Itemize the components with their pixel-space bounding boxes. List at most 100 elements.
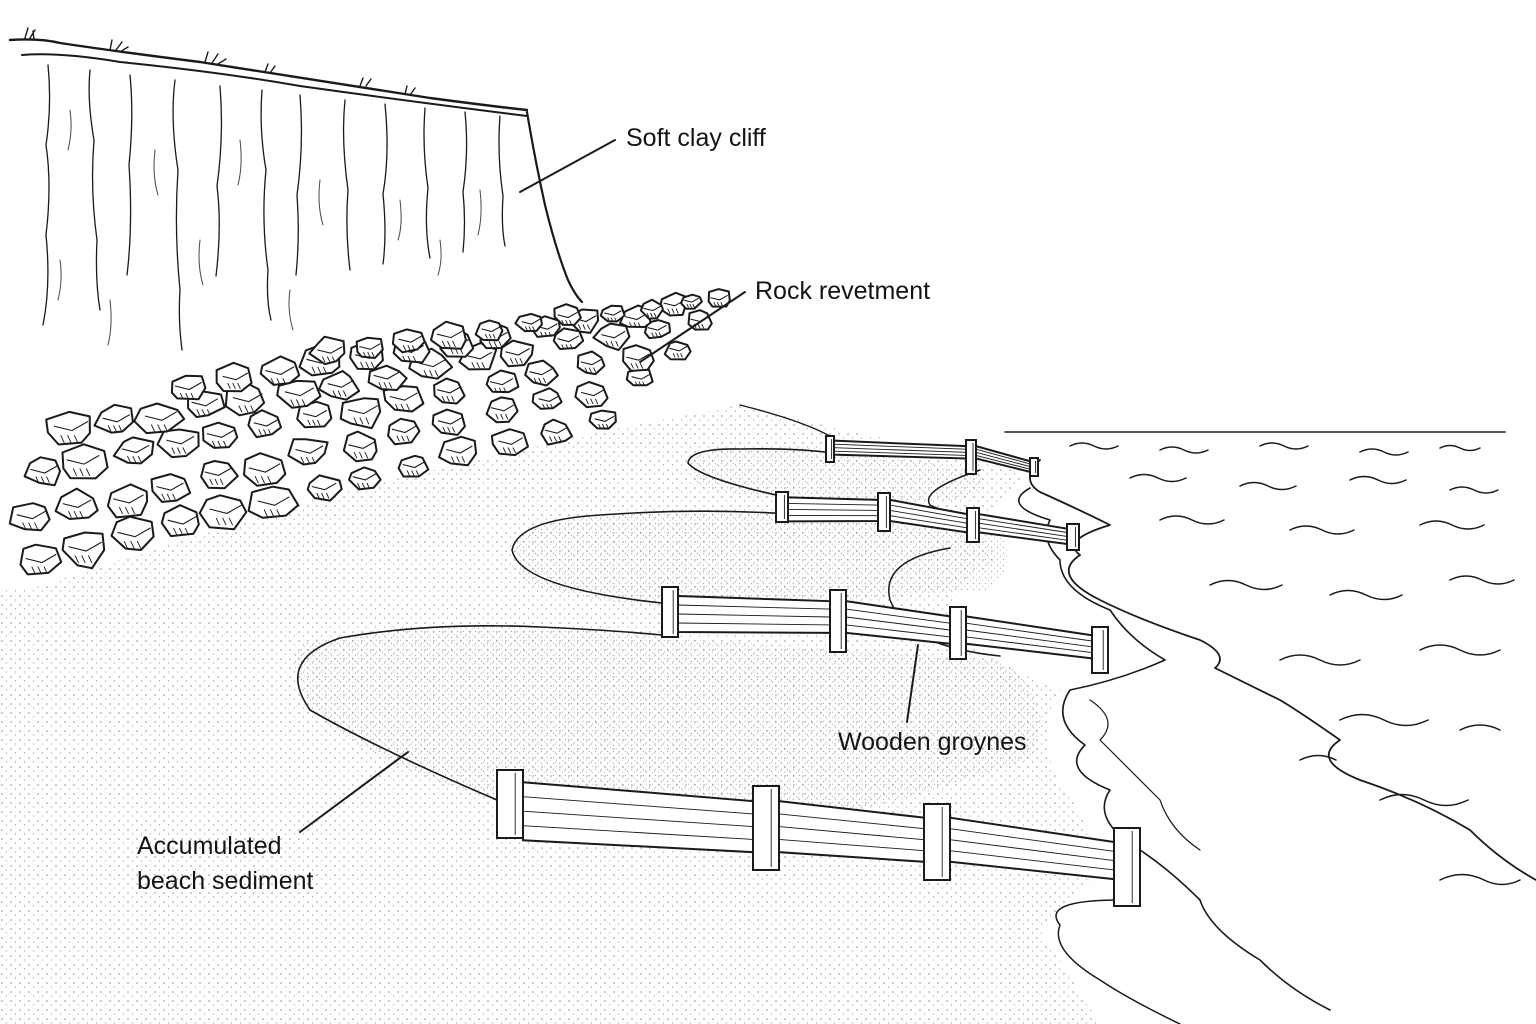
boulder-hatch [219,478,224,485]
boulder-facet [359,343,381,350]
boulder-hatch [332,390,337,397]
boulder [247,485,300,519]
boulder-hatch [450,456,455,463]
boulder-hatch [316,419,321,426]
boulder-hatch [493,341,498,348]
boulder-facet [302,409,328,418]
boulder-hatch [276,509,281,517]
boulder [639,298,664,320]
boulder-facet [16,510,47,520]
boulder-hatch [223,440,227,448]
plank-line [787,502,879,506]
boulder-hatch [258,429,262,435]
boulder-hatch [358,451,363,459]
boulder-hatch [533,377,537,384]
plank-line [778,826,925,841]
boulder-hatch [689,303,692,308]
boulder-hatch [311,456,316,464]
boulder [643,319,671,340]
boulder-hatch [429,370,433,377]
boulder-hatch [157,424,162,432]
boulder-hatch [312,419,316,426]
boulder-hatch [107,425,112,432]
boulder [552,327,585,350]
groyne-post [965,439,977,475]
boulder-facet [121,444,150,454]
plank-line [522,796,754,815]
boulder-hatch [548,331,552,337]
boulder [499,339,535,368]
boulder-hatch [500,413,504,420]
boulder-hatch [503,387,507,394]
boulder [485,369,520,394]
boulder-hatch [367,351,371,357]
plank-line [845,608,951,624]
boulder-hatch [584,367,588,373]
boulder [588,409,617,430]
boulder [61,443,109,480]
boulder-hatch [217,440,222,448]
boulder-hatch [113,425,117,432]
boulder-hatch [81,555,86,564]
boulder [599,304,626,323]
boulder-hatch [263,429,267,435]
boulder [524,359,559,387]
boulder-hatch [610,340,614,347]
boulder-hatch [118,506,124,515]
boulder-facet [604,310,622,316]
plank-line [677,622,831,626]
boulder-facet [544,426,569,434]
boulder [342,430,378,463]
boulder-hatch [577,324,582,330]
groyne-post [829,589,847,653]
boulder-hatch [361,482,366,489]
boulder [259,355,301,386]
boulder-hatch [317,366,322,374]
boulder-hatch [211,440,216,448]
boulder-hatch [492,333,496,339]
boulder-hatch [411,345,416,351]
boulder-hatch [282,378,287,385]
sediment-label-line1: Accumulated [137,832,282,860]
boulder-hatch [701,323,705,329]
boulder-hatch [686,303,689,308]
groyne-post [775,491,789,523]
boulder-hatch [481,362,485,369]
boulder-facet [373,371,400,380]
boulder-hatch [548,436,553,442]
boulder-hatch [301,399,306,407]
boulder-hatch [37,566,42,574]
plank-line [978,522,1068,537]
boulder-hatch [137,455,142,463]
boulder-hatch [509,358,514,364]
boulder-facet [68,541,102,552]
boulder-facet [398,335,422,343]
leader-lines [299,139,919,833]
groyne-post [825,435,835,463]
boulder [431,408,466,436]
boulder-hatch [452,340,456,348]
boulder-hatch [179,392,184,400]
boulder-facet [248,463,281,473]
groyne-post [1066,523,1080,551]
boulder-hatch [615,340,619,347]
boulder-hatch [582,324,586,330]
boulder-hatch [276,378,281,385]
boulder-hatch [123,540,129,549]
boulder-facet [204,467,232,476]
boulder-hatch [441,340,446,348]
boulder-facet [253,419,279,427]
boulder-hatch [74,555,80,564]
boulder-hatch [519,358,523,364]
boulder-hatch [359,417,364,425]
boulder-facet [317,346,343,354]
boulder-hatch [605,423,609,429]
boulder [133,402,186,435]
boulder-facet [466,351,493,360]
boulder-hatch [446,395,450,402]
boulder-hatch [451,395,455,402]
boulder-hatch [402,345,407,351]
boulder-facet [626,353,650,361]
boulder-facet [601,330,626,339]
boulder-hatch [476,362,480,369]
